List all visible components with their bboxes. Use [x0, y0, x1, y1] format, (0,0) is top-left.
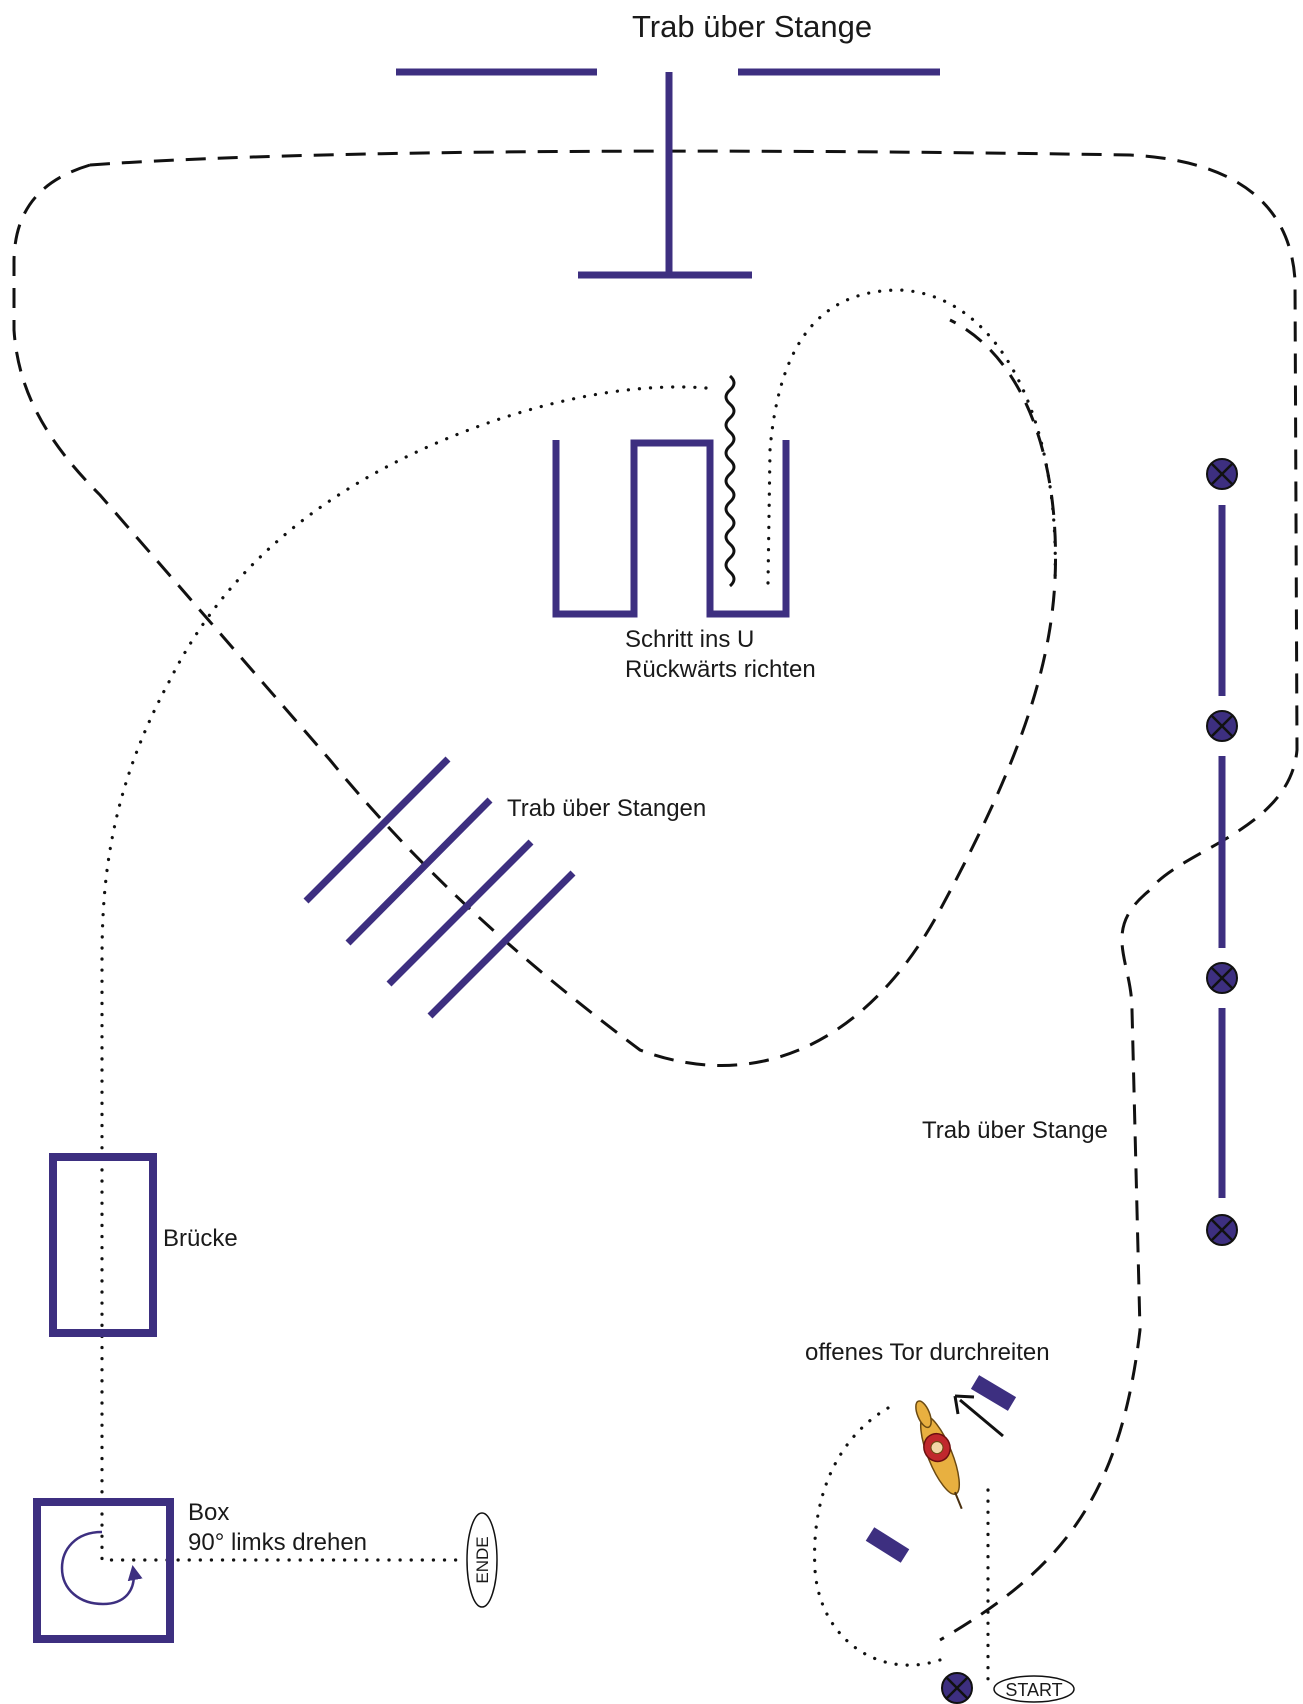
bridge-obstacle: [49, 1153, 157, 1337]
gate-label: offenes Tor durchreiten: [805, 1339, 1050, 1366]
box-title-label: Box: [188, 1499, 229, 1526]
backward-wavy-line: [724, 374, 736, 588]
cone-cross-icon: [1206, 458, 1238, 490]
title-top-label: Trab über Stange: [632, 9, 872, 44]
circular-turn-arrow-icon: [60, 1530, 143, 1606]
cone-cross-icon: [1206, 962, 1238, 994]
horse-rider-icon: [915, 1400, 963, 1510]
cone-cross-icon: [1206, 1214, 1238, 1246]
u-obstacle: [552, 439, 790, 618]
pole-right-label: Trab über Stange: [922, 1117, 1108, 1144]
diagonal-poles-obstacle: [303, 756, 576, 1019]
direction-arrow-icon: [953, 1394, 1004, 1438]
start-marker: START: [993, 1675, 1075, 1703]
dashed-trot-path: [12, 149, 1299, 1642]
u-step-label: Schritt ins U: [625, 626, 754, 653]
start-label: START: [1005, 1680, 1062, 1700]
dotted-walk-path-u: [766, 288, 1057, 585]
top-pole-obstacle: [396, 68, 940, 279]
end-marker: ENDE: [466, 1512, 498, 1608]
bridge-label: Brücke: [163, 1225, 238, 1252]
box-obstacle: [33, 1498, 174, 1643]
box-turn-label: 90° limks drehen: [188, 1529, 367, 1556]
cone-cross-icon: [1206, 710, 1238, 742]
cone-cross-icon: [941, 1672, 973, 1704]
dotted-walk-path-gate: [812, 1406, 990, 1682]
poles-diagonal-label: Trab über Stangen: [507, 795, 706, 822]
open-gate-obstacle: [865, 1375, 1017, 1563]
u-back-label: Rückwärts richten: [625, 656, 816, 683]
end-label: ENDE: [473, 1536, 492, 1583]
